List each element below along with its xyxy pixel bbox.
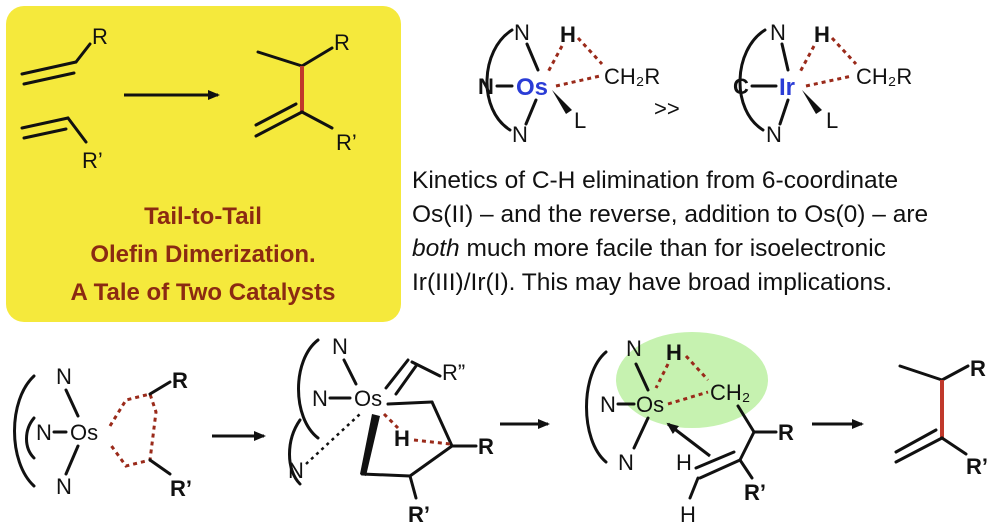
ir-h-label: H: [814, 22, 830, 47]
step1-n-bottom: N: [56, 474, 72, 499]
ir-c-left: C: [733, 74, 749, 99]
product-r2-label: R’: [966, 454, 988, 479]
mechanism-step-1: N N Os N R R’: [13, 364, 192, 501]
os-h-label: H: [560, 22, 576, 47]
kinetics-paragraph: Kinetics of C-H elimination from 6-coord…: [412, 167, 928, 296]
title-line-2: Olefin Dimerization.: [90, 241, 315, 268]
step3-n-top: N: [626, 336, 642, 361]
olefin-2: R’: [20, 116, 103, 173]
step2-metal: Os: [354, 386, 382, 411]
kinetics-line-1: Kinetics of C-H elimination from 6-coord…: [412, 167, 898, 194]
step3-attack-arrow: [666, 422, 711, 458]
step1-metal: Os: [70, 420, 98, 445]
title-product-r2-label: R’: [336, 130, 357, 155]
step3-metal: Os: [636, 392, 664, 417]
step3-vinyl-h2: H: [680, 502, 696, 527]
step3-vinyl-h1: H: [676, 450, 692, 475]
os-n-left: N: [478, 74, 494, 99]
ir-complex: N C Ir N H CH₂R L: [733, 20, 912, 147]
mechanism-step-3: N N Os N H CH₂ R R’ H H: [585, 332, 794, 527]
ir-l-label: L: [826, 108, 838, 133]
kinetics-line-3: both much more facile than for isoelectr…: [412, 235, 886, 262]
step1-n-top: N: [56, 364, 72, 389]
olefin-1-r-label: R: [92, 24, 108, 49]
step3-n-mid: N: [600, 392, 616, 417]
step1-r2-label: R’: [170, 476, 192, 501]
step2-r-dbl-label: R”: [442, 360, 465, 385]
step3-n-bottom: N: [618, 450, 634, 475]
os-complex: N N Os N H CH₂R L: [478, 20, 660, 147]
ir-n-bottom: N: [766, 122, 782, 147]
step3-ch2-label: CH₂: [710, 380, 750, 405]
title-line-1: Tail-to-Tail: [144, 203, 262, 230]
ir-n-top: N: [770, 20, 786, 45]
step2-h-label: H: [394, 426, 410, 451]
title-product: R R’: [254, 30, 357, 155]
ir-ch2r-label: CH₂R: [856, 64, 912, 89]
os-n-top: N: [514, 20, 530, 45]
step3-r2-label: R’: [744, 480, 766, 505]
title-box: R R’ R R’ Tail-to-Tail Olefin Dimerizati…: [6, 6, 401, 322]
kinetics-both-italic: both: [412, 235, 460, 262]
step2-n-bottom: N: [288, 458, 304, 483]
product-r-label: R: [970, 356, 986, 381]
step2-r-label: R: [478, 434, 494, 459]
step1-r-label: R: [172, 368, 188, 393]
kinetics-line-4: Ir(III)/Ir(I). This may have broad impli…: [412, 269, 892, 296]
step3-green-highlight: [616, 332, 768, 428]
kinetics-line-3-rest: much more facile than for isoelectronic: [460, 235, 886, 262]
greater-than-symbol: >>: [654, 96, 680, 121]
title-product-r-label: R: [334, 30, 350, 55]
step2-n-top: N: [332, 334, 348, 359]
step3-r-label: R: [778, 420, 794, 445]
step2-n-mid: N: [312, 386, 328, 411]
mechanism-product: R R’: [894, 356, 988, 479]
olefin-1: R: [20, 24, 108, 86]
title-line-3: A Tale of Two Catalysts: [71, 279, 336, 306]
step2-r2-label: R’: [408, 502, 430, 527]
mechanism-step-2: N N Os N R” H R R’: [288, 334, 494, 527]
os-ch2r-label: CH₂R: [604, 64, 660, 89]
os-metal: Os: [516, 74, 548, 101]
step1-n-mid: N: [36, 420, 52, 445]
ir-metal: Ir: [779, 74, 795, 101]
os-l-label: L: [574, 108, 586, 133]
step3-h-label: H: [666, 340, 682, 365]
os-n-bottom: N: [512, 122, 528, 147]
kinetics-line-2: Os(II) – and the reverse, addition to Os…: [412, 201, 928, 228]
olefin-2-r-label: R’: [82, 148, 103, 173]
